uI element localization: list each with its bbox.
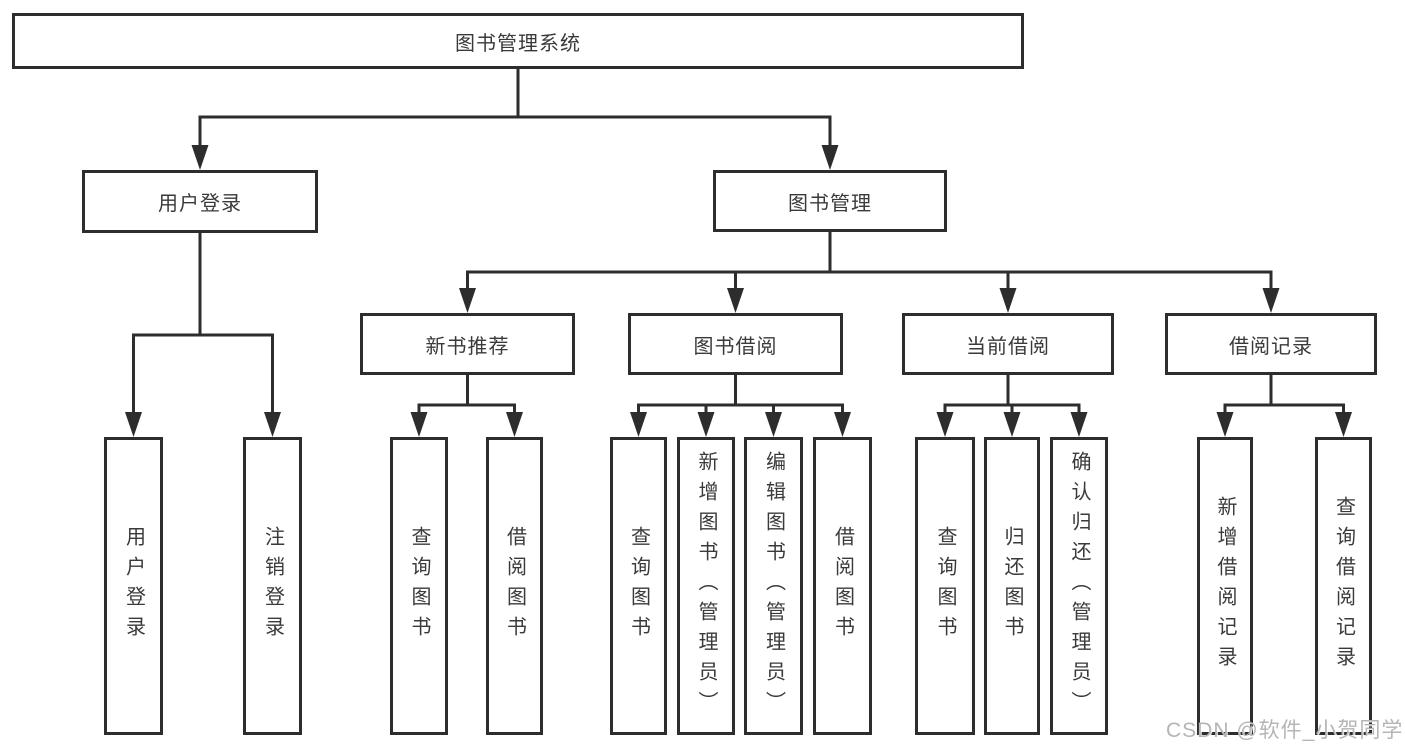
arrowhead-icon <box>125 412 142 437</box>
arrowhead-icon <box>264 412 281 437</box>
tree-edges <box>132 67 1345 419</box>
leaf-logout-label: 注销登录 <box>261 526 284 646</box>
node-book-management: 图书管理 <box>713 170 947 232</box>
node-root: 图书管理系统 <box>12 13 1024 69</box>
arrowhead-icon <box>999 288 1017 313</box>
leaf-query-books-borrowing-label: 查询图书 <box>627 526 650 646</box>
leaf-confirm-return-admin: 确认归还（管理员） <box>1050 437 1108 735</box>
leaf-edit-books-admin: 编辑图书（管理员） <box>744 437 803 735</box>
node-borrowing-records: 借阅记录 <box>1165 313 1377 375</box>
leaf-user-login: 用户登录 <box>104 437 163 735</box>
leaf-logout: 注销登录 <box>243 437 302 735</box>
leaf-query-books-recommend-label: 查询图书 <box>408 526 430 646</box>
node-root-label: 图书管理系统 <box>455 32 581 55</box>
node-new-book-recommend-label: 新书推荐 <box>425 335 510 358</box>
leaf-query-borrow-record-label: 查询借阅记录 <box>1332 496 1355 676</box>
node-borrowing-records-label: 借阅记录 <box>1229 335 1313 358</box>
leaf-return-books-label: 归还图书 <box>1001 526 1023 646</box>
arrowhead-icon <box>459 288 476 313</box>
node-current-borrowing-label: 当前借阅 <box>966 335 1050 358</box>
leaf-query-books-current: 查询图书 <box>915 437 975 735</box>
leaf-add-borrow-record: 新增借阅记录 <box>1197 437 1253 735</box>
leaf-add-books-admin-label: 新增图书（管理员） <box>695 451 717 721</box>
arrowhead-icon <box>821 145 839 170</box>
arrowhead-icon <box>1262 288 1280 313</box>
node-user-login-label: 用户登录 <box>158 193 242 215</box>
leaf-add-borrow-record-label: 新增借阅记录 <box>1214 496 1236 676</box>
arrowhead-icon <box>191 145 209 170</box>
node-book-management-label: 图书管理 <box>788 192 872 215</box>
leaf-edit-books-admin-label: 编辑图书（管理员） <box>762 451 785 721</box>
node-user-login: 用户登录 <box>82 170 318 233</box>
leaf-borrow-books-borrowing: 借阅图书 <box>813 437 872 735</box>
watermark: CSDN @软件_小贺同学 <box>1166 719 1404 742</box>
leaf-return-books: 归还图书 <box>984 437 1040 735</box>
leaf-borrow-books-recommend-label: 借阅图书 <box>503 526 526 646</box>
node-book-borrowing-label: 图书借阅 <box>693 335 778 358</box>
arrowhead-icon <box>410 412 428 437</box>
arrowhead-icon <box>936 412 954 437</box>
leaf-query-books-borrowing: 查询图书 <box>610 437 667 735</box>
arrowhead-icon <box>727 288 744 313</box>
leaf-borrow-books-borrowing-label: 借阅图书 <box>831 526 854 646</box>
arrowhead-icon <box>765 412 782 437</box>
node-book-borrowing: 图书借阅 <box>628 313 843 375</box>
leaf-borrow-books-recommend: 借阅图书 <box>486 437 543 735</box>
arrowhead-icon <box>1335 412 1352 437</box>
node-current-borrowing: 当前借阅 <box>902 313 1114 375</box>
node-new-book-recommend: 新书推荐 <box>360 313 575 375</box>
arrowhead-icon <box>697 412 715 437</box>
arrowhead-icon <box>1216 412 1234 437</box>
leaf-user-login-label: 用户登录 <box>122 526 145 646</box>
arrowhead-icon <box>1003 412 1021 437</box>
leaf-confirm-return-admin-label: 确认归还（管理员） <box>1068 451 1090 721</box>
arrowhead-icon <box>1070 412 1088 437</box>
arrowhead-icon <box>834 412 851 437</box>
leaf-add-books-admin: 新增图书（管理员） <box>677 437 735 735</box>
leaf-query-books-recommend: 查询图书 <box>390 437 448 735</box>
leaf-query-borrow-record: 查询借阅记录 <box>1315 437 1372 735</box>
arrowhead-icon <box>630 412 647 437</box>
arrowhead-icon <box>506 412 523 437</box>
leaf-query-books-current-label: 查询图书 <box>934 526 956 646</box>
